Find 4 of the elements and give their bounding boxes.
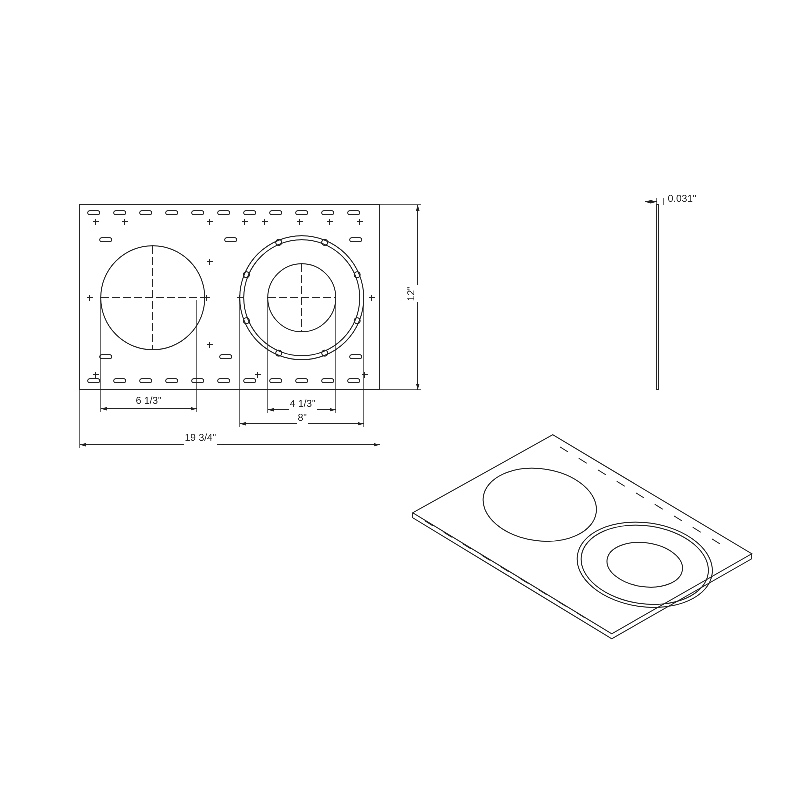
dimension-label: 8" xyxy=(297,413,308,425)
dimension-label: 4 1/3" xyxy=(289,399,317,411)
dimension-label: 19 3/4" xyxy=(184,433,218,445)
dimension-label: 12" xyxy=(406,286,418,302)
